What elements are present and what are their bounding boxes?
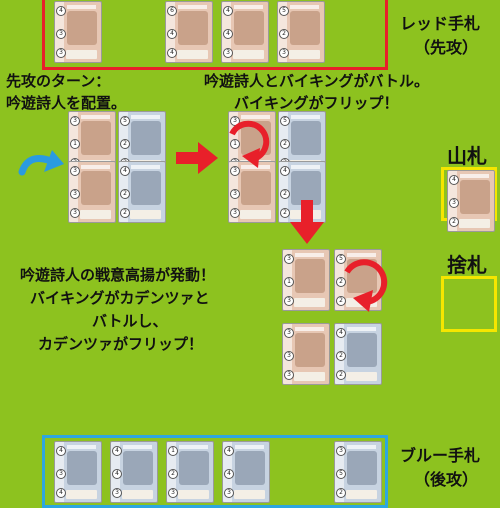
blue-hand-label: ブルー手札 [400,446,481,465]
step3-caption-line2: バイキングがカデンツァと [30,289,210,307]
red-hand-label: レッド手札 [400,14,481,33]
deck-label: 山札 [447,144,487,168]
place-arrow-icon [18,150,64,176]
blue-hand-sub: （後攻） [414,470,479,489]
discard-label: 捨札 [447,253,487,277]
red-hand-sub: （先攻） [414,38,479,57]
step3-caption-line1: 吟遊詩人の戦意高揚が発動！ [20,266,216,284]
step2-caption-line2: バイキングがフリップ！ [234,94,399,112]
step2-caption-line1: 吟遊詩人とバイキングがバトル。 [204,72,430,90]
red-hand-area [42,0,388,70]
discard-slot [441,276,497,332]
next-step-arrow-icon [176,142,218,174]
step3-caption-line4: カデンツァがフリップ！ [38,335,204,353]
step3-caption-line3: バトルし、 [92,312,168,330]
flip-arrow-icon [229,120,270,168]
next-step-arrow-icon [290,200,324,244]
step1-caption-line2: 吟遊詩人を配置。 [6,94,127,112]
flip-arrow-icon [344,259,388,312]
step1-caption-line1: 先攻のターン： [6,72,111,90]
